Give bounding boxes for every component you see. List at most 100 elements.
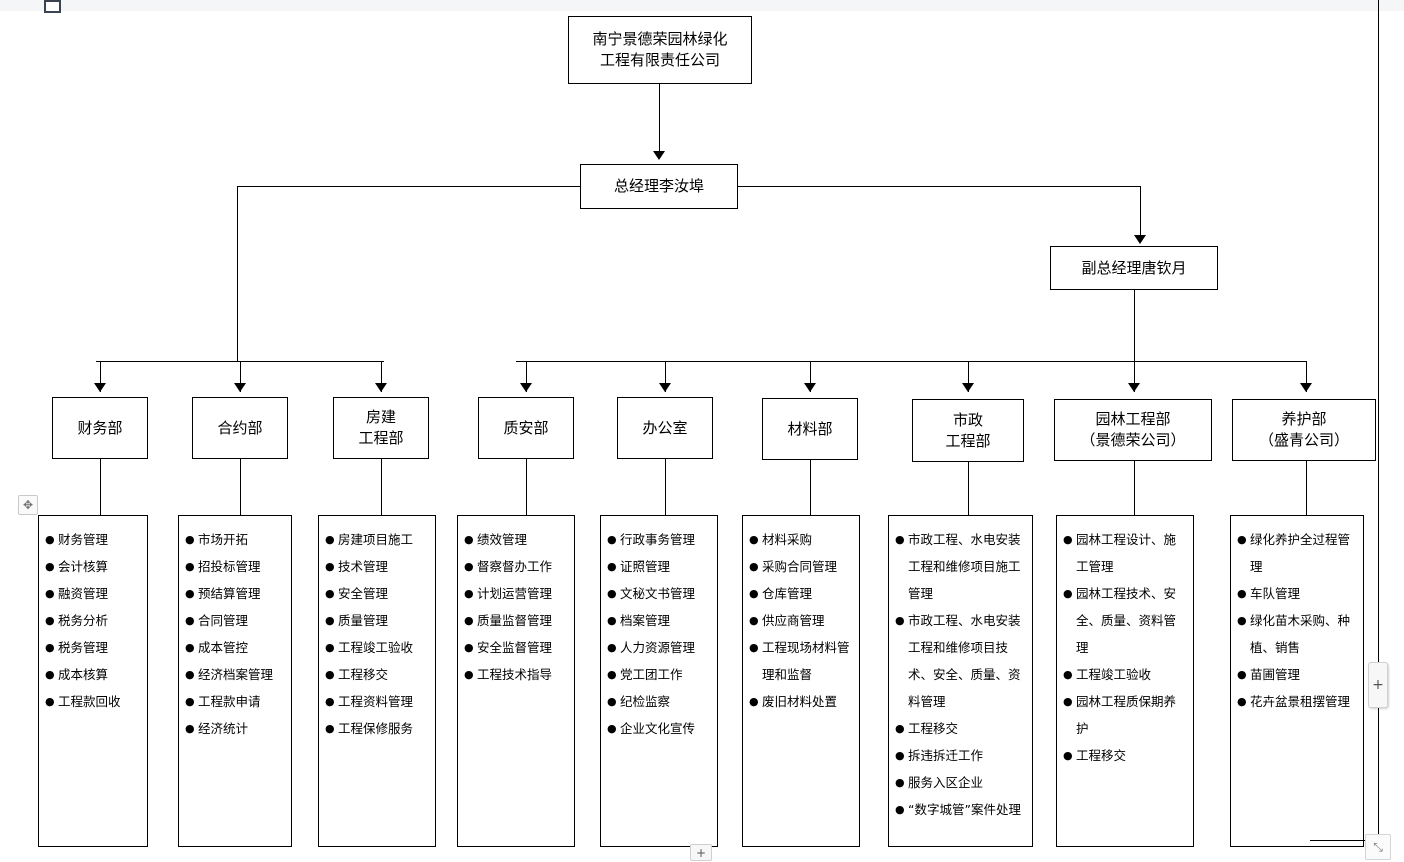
bullet-icon: ● <box>749 533 759 546</box>
list-item: ●合同管理 <box>185 607 285 634</box>
bullet-icon: ● <box>464 614 474 627</box>
dept-panel-4[interactable]: ●绩效管理 ●督察督办工作 ●计划运营管理 ●质量监督管理 ●安全监督管理 ●工… <box>457 515 575 847</box>
dept-box-8[interactable]: 园林工程部 （景德荣公司） <box>1054 399 1212 461</box>
dept-box-1[interactable]: 财务部 <box>52 397 148 459</box>
top-drag-handle[interactable] <box>44 0 61 13</box>
bullet-icon: ● <box>607 641 617 654</box>
connector-deputy-to-bus <box>1134 290 1135 361</box>
resize-handle-icon[interactable]: ⤡ <box>1365 834 1391 860</box>
list-item: ●税务管理 <box>45 634 141 661</box>
list-item: ●党工团工作 <box>607 661 711 688</box>
list-item: ●绿化苗木采购、种植、销售 <box>1237 607 1357 661</box>
dept-name-1-line1: 财务部 <box>77 418 123 437</box>
bullet-icon: ● <box>185 560 195 573</box>
arrow-dept-2 <box>234 383 246 392</box>
bullet-icon: ● <box>185 722 195 735</box>
dept-box-4[interactable]: 质安部 <box>478 397 574 459</box>
company-box[interactable]: 南宁景德荣园林绿化 工程有限责任公司 <box>568 16 752 84</box>
bullet-icon: ● <box>607 614 617 627</box>
list-item: ●车队管理 <box>1237 580 1357 607</box>
bullet-icon: ● <box>325 614 335 627</box>
dept-list-5: ●行政事务管理 ●证照管理 ●文秘文书管理 ●档案管理 ●人力资源管理 ●党工团… <box>607 526 711 742</box>
list-item: ●经济统计 <box>185 715 285 742</box>
bullet-icon: ● <box>607 533 617 546</box>
arrow-dept-9 <box>1300 383 1312 392</box>
general-manager-box[interactable]: 总经理李汝埠 <box>580 164 738 209</box>
dept-panel-2[interactable]: ●市场开拓 ●招投标管理 ●预结算管理 ●合同管理 ●成本管控 ●经济档案管理 … <box>178 515 292 847</box>
deputy-general-manager-box[interactable]: 副总经理唐钦月 <box>1050 246 1218 290</box>
general-manager-label: 总经理李汝埠 <box>613 177 704 195</box>
list-item: ●会计核算 <box>45 553 141 580</box>
bullet-icon: ● <box>185 587 195 600</box>
list-item: ●园林工程质保期养护 <box>1063 688 1187 742</box>
dept-box-6[interactable]: 材料部 <box>762 398 858 460</box>
stem-dept-4 <box>526 459 527 515</box>
bullet-icon: ● <box>464 560 474 573</box>
list-item: ●工程移交 <box>325 661 429 688</box>
list-item: ●绩效管理 <box>464 526 568 553</box>
dept-panel-9[interactable]: ●绿化养护全过程管理 ●车队管理 ●绿化苗木采购、种植、销售 ●苗圃管理 ●花卉… <box>1230 515 1364 847</box>
list-item: ●安全管理 <box>325 580 429 607</box>
bus-right-departments <box>516 361 1307 362</box>
dept-box-2[interactable]: 合约部 <box>192 397 288 459</box>
expand-right-button[interactable]: + <box>1368 662 1388 708</box>
dept-name-8-line2: （景德荣公司） <box>1080 431 1186 449</box>
list-item: ●质量管理 <box>325 607 429 634</box>
bullet-icon: ● <box>45 533 55 546</box>
dept-box-3[interactable]: 房建 工程部 <box>333 397 429 459</box>
dept-box-7[interactable]: 市政 工程部 <box>912 399 1024 462</box>
stem-dept-6 <box>810 460 811 515</box>
bullet-icon: ● <box>45 587 55 600</box>
bullet-icon: ● <box>45 614 55 627</box>
list-item: ●废旧材料处置 <box>749 688 853 715</box>
list-item: ●融资管理 <box>45 580 141 607</box>
drop-dept-7 <box>968 361 969 392</box>
bullet-icon: ● <box>185 533 195 546</box>
list-item: ●仓库管理 <box>749 580 853 607</box>
bullet-icon: ● <box>1063 695 1073 708</box>
dept-panel-5[interactable]: ●行政事务管理 ●证照管理 ●文秘文书管理 ●档案管理 ●人力资源管理 ●党工团… <box>600 515 718 847</box>
deputy-general-manager-label: 副总经理唐钦月 <box>1081 258 1187 277</box>
dept-name-9-line1: 养护部 <box>1281 410 1327 428</box>
bullet-icon: ● <box>185 695 195 708</box>
list-item: ●“数字城管”案件处理 <box>895 796 1026 823</box>
list-item: ●园林工程设计、施工管理 <box>1063 526 1187 580</box>
list-item: ●行政事务管理 <box>607 526 711 553</box>
company-name-line1: 南宁景德荣园林绿化 <box>592 30 728 48</box>
bullet-icon: ● <box>895 533 905 546</box>
dept-panel-6[interactable]: ●材料采购 ●采购合同管理 ●仓库管理 ●供应商管理 ●工程现场材料管理和监督 … <box>742 515 860 847</box>
stem-dept-9 <box>1306 461 1307 515</box>
company-name-line2: 工程有限责任公司 <box>599 51 720 69</box>
bullet-icon: ● <box>464 641 474 654</box>
list-item: ●工程移交 <box>895 715 1026 742</box>
move-handle-icon[interactable]: ✥ <box>18 495 38 515</box>
bullet-icon: ● <box>1237 587 1247 600</box>
expand-bottom-button[interactable]: + <box>690 844 712 861</box>
list-item: ●花卉盆景租摆管理 <box>1237 688 1357 715</box>
dept-box-9[interactable]: 养护部 （盛青公司） <box>1232 399 1376 461</box>
dept-panel-3[interactable]: ●房建项目施工 ●技术管理 ●安全管理 ●质量管理 ●工程竣工验收 ●工程移交 … <box>318 515 436 847</box>
plus-icon: + <box>695 845 707 860</box>
dept-list-7: ●市政工程、水电安装工程和维修项目施工管理 ●市政工程、水电安装工程和维修项目技… <box>895 526 1026 823</box>
list-item: ●企业文化宣传 <box>607 715 711 742</box>
dept-panel-7[interactable]: ●市政工程、水电安装工程和维修项目施工管理 ●市政工程、水电安装工程和维修项目技… <box>888 515 1033 847</box>
list-item: ●税务分析 <box>45 607 141 634</box>
bullet-icon: ● <box>895 722 905 735</box>
dept-panel-1[interactable]: ●财务管理 ●会计核算 ●融资管理 ●税务分析 ●税务管理 ●成本核算 ●工程款… <box>38 515 148 847</box>
drop-dept-3 <box>381 361 382 392</box>
bullet-icon: ● <box>45 695 55 708</box>
bullet-icon: ● <box>749 587 759 600</box>
bullet-icon: ● <box>325 587 335 600</box>
list-item: ●质量监督管理 <box>464 607 568 634</box>
stem-dept-3 <box>381 459 382 515</box>
dept-box-5[interactable]: 办公室 <box>617 397 713 459</box>
list-item: ●市政工程、水电安装工程和维修项目施工管理 <box>895 526 1026 607</box>
window-top-strip <box>0 0 1404 11</box>
bullet-icon: ● <box>895 749 905 762</box>
dept-name-4-line1: 质安部 <box>503 418 549 437</box>
dept-panel-8[interactable]: ●园林工程设计、施工管理 ●园林工程技术、安全、质量、资料管理 ●工程竣工验收 … <box>1056 515 1194 847</box>
bullet-icon: ● <box>749 614 759 627</box>
drop-dept-6 <box>810 361 811 392</box>
drop-dept-5 <box>665 361 666 392</box>
bullet-icon: ● <box>45 668 55 681</box>
